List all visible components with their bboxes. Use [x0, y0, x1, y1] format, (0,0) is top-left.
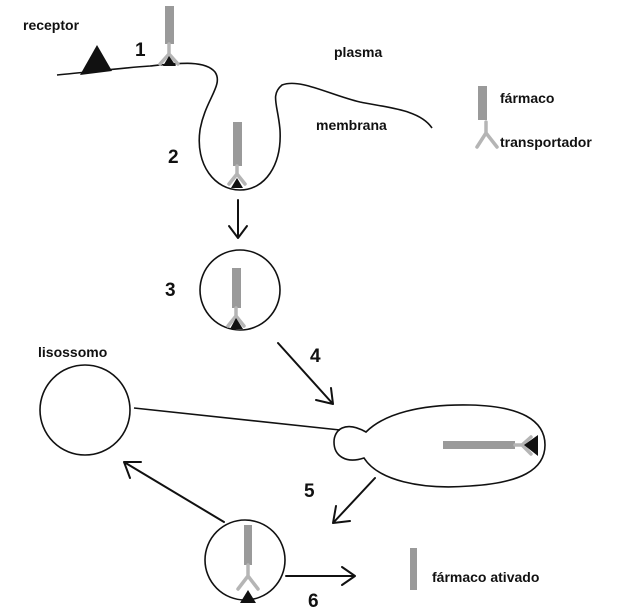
drug-carrier-complex-step6 [238, 525, 258, 603]
farmaco-ativado-label: fármaco ativado [432, 569, 539, 585]
step-1: 1 [135, 40, 146, 61]
drug-carrier-complex-step4 [443, 435, 538, 456]
step-3: 3 [165, 280, 176, 301]
step-2: 2 [168, 147, 179, 168]
arrow-6 [286, 567, 355, 585]
activated-drug-icon [410, 548, 417, 590]
transportador-legend-label: transportador [500, 134, 592, 150]
arrow-to-lysosome [124, 462, 224, 522]
step-6: 6 [308, 591, 319, 610]
step-4: 4 [310, 346, 321, 367]
farmaco-legend-label: fármaco [500, 90, 554, 106]
step-5: 5 [304, 481, 315, 502]
lysosome [40, 365, 130, 455]
arrow-5 [333, 478, 375, 523]
arrow-2-to-3 [229, 200, 247, 238]
drug-carrier-complex-step3 [228, 268, 244, 329]
legend-carrier-icon [477, 122, 497, 147]
drug-carrier-complex-step2 [229, 122, 245, 188]
plasma-label: plasma [334, 44, 382, 60]
membrana-label: membrana [316, 117, 387, 133]
drug-carrier-complex-step1 [160, 6, 178, 66]
lisossomo-label: lisossomo [38, 344, 107, 360]
receptor-shape [80, 45, 112, 75]
legend-drug-icon [478, 86, 487, 120]
arrow-4 [278, 343, 333, 404]
receptor-label: receptor [23, 17, 80, 33]
lysosome-fusion-line [134, 408, 340, 430]
